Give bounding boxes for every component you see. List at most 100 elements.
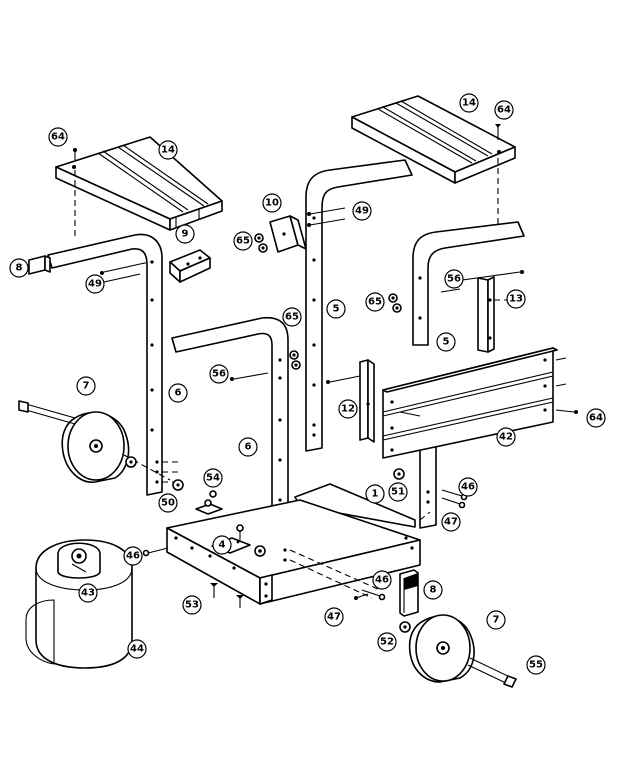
svg-text:47: 47 [327, 612, 341, 623]
svg-text:46: 46 [375, 575, 389, 586]
svg-text:65: 65 [285, 312, 299, 323]
callout-shelf-left: 14 [158, 140, 178, 160]
callout-bracket-center: 10 [262, 193, 282, 213]
leg-rear-center [305, 159, 413, 452]
callout-washer-axle: 52 [377, 632, 397, 652]
callout-bracket-left: 9 [175, 224, 195, 244]
svg-text:49: 49 [88, 279, 102, 290]
svg-text:14: 14 [161, 145, 175, 156]
svg-text:10: 10 [265, 198, 279, 209]
screws-53 [210, 583, 244, 608]
callout-bolt-front-leg: 56 [209, 364, 229, 384]
end-cap-right [399, 569, 419, 617]
callout-wheel-right: 7 [486, 610, 506, 630]
svg-text:44: 44 [130, 644, 144, 655]
clip-54 [195, 490, 223, 515]
bolt-46-front-left [142, 547, 169, 557]
callout-clip-bottom: 4 [212, 535, 232, 555]
svg-text:6: 6 [175, 388, 182, 399]
callout-wheel-left: 7 [76, 376, 96, 396]
left-shelf [55, 136, 223, 240]
bolt-56-front [230, 372, 269, 381]
callout-screw-base: 53 [182, 595, 202, 615]
svg-text:52: 52 [380, 637, 394, 648]
svg-text:64: 64 [51, 132, 65, 143]
svg-text:13: 13 [509, 294, 523, 305]
callout-shelf-right: 14 [459, 93, 479, 113]
callout-clip-top: 54 [203, 468, 223, 488]
callout-bolt-rear-right: 46 [458, 477, 478, 497]
washer-51 [393, 468, 405, 480]
callout-bolt-front-left: 46 [123, 546, 143, 566]
svg-text:65: 65 [368, 297, 382, 308]
svg-text:65: 65 [236, 236, 250, 247]
svg-text:8: 8 [16, 263, 23, 274]
wheel-right [408, 614, 517, 688]
nuts-65-right [388, 293, 402, 313]
base-tray [166, 483, 431, 605]
callout-bracket-side: 12 [338, 399, 358, 419]
svg-text:9: 9 [182, 229, 189, 240]
svg-text:64: 64 [589, 413, 603, 424]
callout-screw-right-shelf: 64 [494, 100, 514, 120]
callout-side-panel: 42 [496, 427, 516, 447]
callout-washer-right: 51 [388, 482, 408, 502]
svg-text:8: 8 [430, 585, 437, 596]
svg-text:5: 5 [443, 337, 450, 348]
callout-leg-front: 6 [238, 437, 258, 457]
bracket-13 [477, 276, 510, 353]
callout-tank-valve: 43 [78, 583, 98, 603]
propane-tank [25, 539, 133, 669]
end-cap-left [28, 255, 51, 275]
bolts-49-center [307, 207, 346, 227]
callout-bracket-right: 13 [506, 289, 526, 309]
svg-text:7: 7 [493, 615, 500, 626]
callout-end-cap-right: 8 [423, 580, 443, 600]
callout-leg-rear-left: 6 [168, 383, 188, 403]
callout-bolt-base-front: 46 [372, 570, 392, 590]
right-shelf [351, 95, 516, 228]
callout-leg-rear-right: 5 [436, 332, 456, 352]
washer-52 [399, 621, 411, 633]
nuts-65-center [254, 233, 268, 253]
svg-text:64: 64 [497, 105, 511, 116]
side-panel-42 [382, 347, 578, 459]
svg-text:54: 54 [206, 473, 220, 484]
bolt-46-base-front [361, 589, 386, 601]
svg-text:47: 47 [444, 517, 458, 528]
callout-nut-base-front: 47 [324, 607, 344, 627]
callout-bolt-center-top: 49 [352, 201, 372, 221]
svg-text:14: 14 [462, 98, 476, 109]
svg-text:53: 53 [185, 600, 199, 611]
svg-text:46: 46 [126, 551, 140, 562]
callout-screw-side-panel: 64 [586, 408, 606, 428]
washer-50 [172, 479, 184, 491]
callout-end-cap-left: 8 [9, 258, 29, 278]
bolts-56-right [440, 270, 524, 293]
svg-text:56: 56 [212, 369, 226, 380]
nuts-65-front [289, 350, 301, 370]
callout-nut-right: 65 [365, 292, 385, 312]
svg-text:46: 46 [461, 482, 475, 493]
svg-text:56: 56 [447, 274, 461, 285]
svg-text:12: 12 [341, 404, 355, 415]
svg-text:43: 43 [81, 588, 95, 599]
svg-text:5: 5 [333, 304, 340, 315]
svg-text:49: 49 [355, 206, 369, 217]
svg-text:42: 42 [499, 432, 513, 443]
wheel-left [18, 400, 171, 483]
callout-tank: 44 [127, 639, 147, 659]
header-fragment: ´´´ ´ ´´´ ´´ ´´´´´´´´´ [128, 0, 220, 7]
callout-bolt-left-leg: 49 [85, 274, 105, 294]
callout-bolt-right-top: 56 [444, 269, 464, 289]
bolts-49-left [100, 261, 151, 285]
bracket-10 [269, 215, 307, 253]
callout-washer-left: 50 [158, 493, 178, 513]
callout-base: 1 [365, 484, 385, 504]
svg-text:7: 7 [83, 381, 90, 392]
callout-screw-left-shelf: 64 [48, 127, 68, 147]
svg-text:50: 50 [161, 498, 175, 509]
callout-leg-rear-center: 5 [326, 299, 346, 319]
bracket-9 [169, 249, 211, 283]
